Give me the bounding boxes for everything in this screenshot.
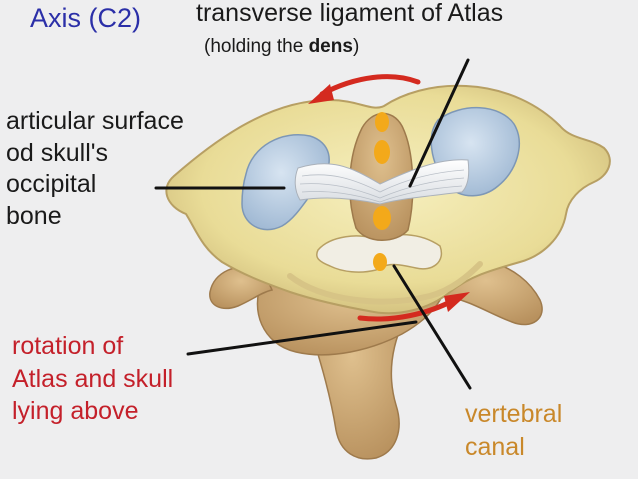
leader-line-rotation bbox=[186, 320, 418, 356]
articular-line-4: bone bbox=[6, 201, 62, 230]
dens-body bbox=[349, 112, 414, 241]
articular-line-3: occipital bbox=[6, 170, 97, 198]
sublabel-prefix: (holding the bbox=[204, 36, 309, 57]
articular-line-2: od skull's bbox=[6, 138, 109, 167]
articular-surface-label: articular surface od skull's occipital b… bbox=[6, 106, 184, 232]
rotation-line-1: rotation of bbox=[12, 332, 124, 360]
leader-line-ligament bbox=[408, 58, 470, 188]
rotation-arrow-bottom bbox=[357, 292, 470, 322]
dens bbox=[349, 112, 414, 241]
leader-lines bbox=[154, 58, 472, 390]
vertebral-canal-label: vertebral canal bbox=[465, 398, 562, 463]
axis-title: Axis (C2) bbox=[30, 3, 142, 33]
rotation-label: rotation of Atlas and skull lying above bbox=[12, 330, 173, 428]
articular-line-1: articular surface bbox=[6, 107, 184, 135]
transverse-ligament-label: transverse ligament of Atlas bbox=[196, 0, 504, 27]
leader-line-canal bbox=[392, 264, 472, 390]
rotation-axis bbox=[373, 112, 391, 271]
rotation-line-3: lying above bbox=[12, 397, 139, 425]
atlas-posterior-arch bbox=[287, 261, 483, 305]
canal-line-1: vertebral bbox=[465, 400, 563, 428]
transverse-ligament bbox=[294, 159, 470, 205]
canal-line-2: canal bbox=[465, 432, 525, 461]
sublabel-suffix: ) bbox=[352, 36, 360, 57]
transverse-ligament-sublabel: (holding the dens) bbox=[204, 36, 360, 58]
rotation-line-2: Atlas and skull bbox=[12, 364, 174, 393]
articular-surface-left bbox=[241, 134, 330, 231]
rotation-arrow-top bbox=[308, 74, 421, 104]
sublabel-dens: dens bbox=[308, 36, 353, 57]
